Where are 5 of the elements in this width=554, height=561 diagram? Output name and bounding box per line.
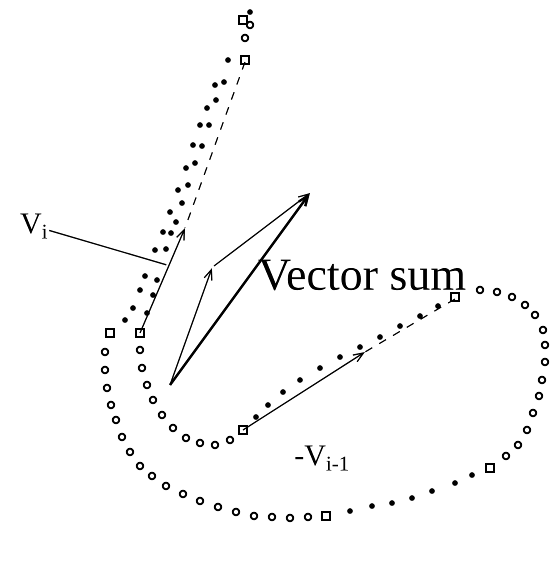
vector-arrow — [139, 228, 185, 334]
vector-label: Vector sum — [258, 260, 466, 290]
vector-label: V$_{i}$ — [20, 214, 48, 238]
leader-line — [49, 230, 166, 266]
vector-label: -V$_{i-1}$ — [295, 446, 348, 470]
